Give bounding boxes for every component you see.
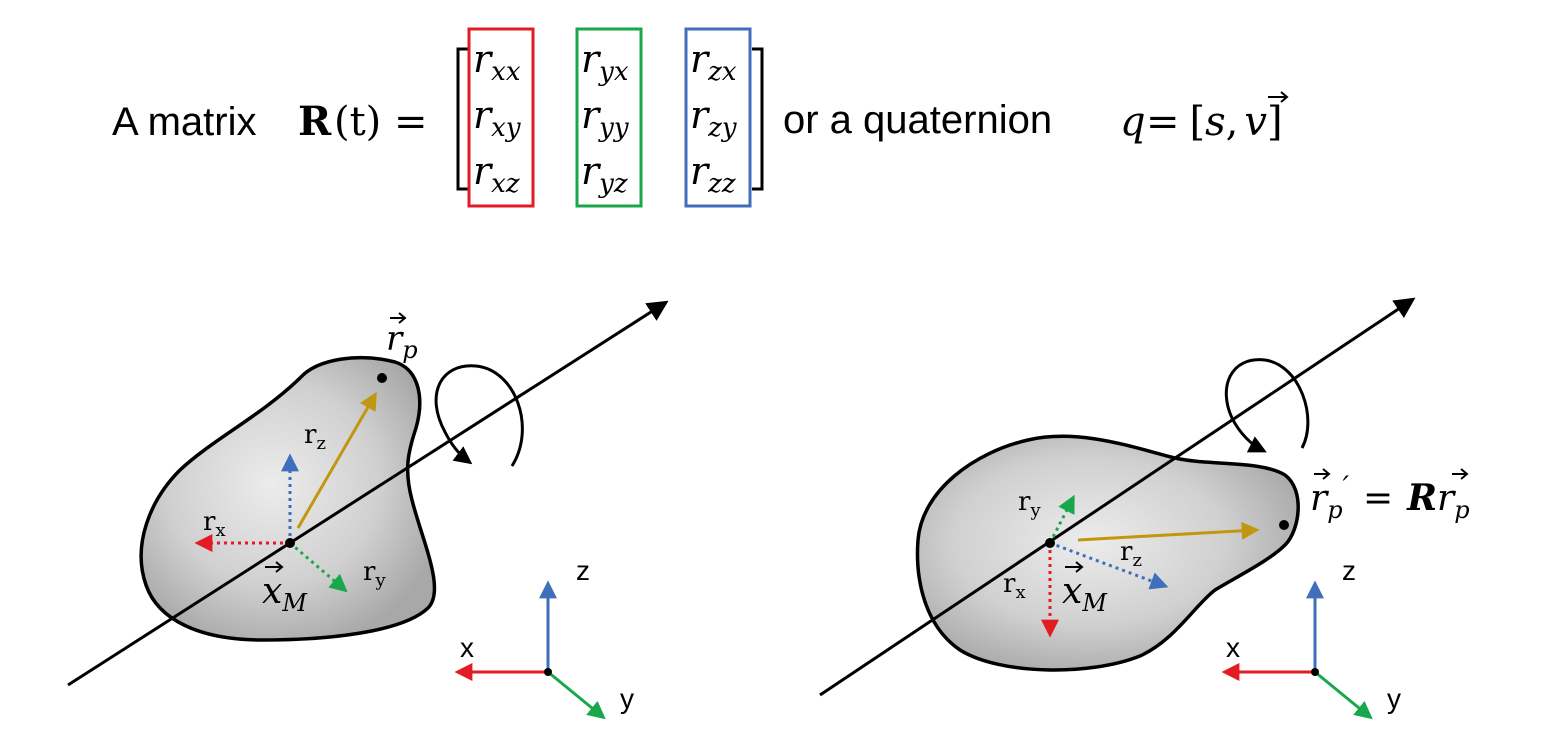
matrix-entry-yz: ryz [581,149,628,199]
rotation-indicator-arrow-rotated [1224,358,1310,453]
rotated-point-equation: rp′=Rrp [1310,470,1470,524]
matrix-entry-yy: ryy [581,93,629,143]
center-of-mass-dot-rotated [1045,538,1055,548]
quaternion-definition: =[s,v] [1146,99,1283,145]
matrix-entry-xz: rxz [473,149,520,199]
matrix-entry-zx: rzx [690,37,737,87]
local-axis-y-label-rotated: ry [1018,487,1041,521]
right-diagram: rp′=Rrp xM rx ry rz x y z [819,297,1470,720]
matrix-entry-zz: rzz [690,149,736,199]
local-axis-x-label: rx [203,507,226,541]
world-origin-dot-right [1311,668,1319,676]
world-axis-x-label: x [460,632,474,663]
rotation-matrix-symbol: R [298,98,332,145]
r-vector [296,391,377,529]
local-axis-x-label-rotated: rx [1003,569,1026,603]
matrix-left-bracket [456,47,468,191]
center-of-mass-label: xM [262,571,308,617]
world-axis-y-label-right: y [1387,683,1401,714]
rotated-point-vector-arrow [1314,468,1331,480]
world-axis-x-label-right: x [1226,632,1240,663]
matrix-entries: rxx rxy rxz ryx ryy ryz rzx rzy rzz [473,37,737,199]
local-axis-y-rotated [1048,494,1075,544]
world-axis-y-right [1314,670,1373,720]
matrix-column-y-box [575,27,643,208]
body-point-dot-rotated [1279,520,1289,530]
matrix-entry-xy: rxy [473,93,521,143]
world-axis-y-label: y [620,683,634,714]
quaternion-variable: q [1120,99,1146,145]
world-frame-rotated: x y z [1221,555,1401,720]
rotation-axis [67,300,669,687]
rotation-indicator-arrow [434,364,524,467]
world-axis-z-label: z [576,555,590,586]
center-of-mass-vector-arrow-rotated [1065,561,1084,573]
local-axis-y [289,541,348,593]
matrix-entry-yx: ryx [581,37,629,87]
local-axis-z-label: rz [304,420,326,454]
local-axis-z-label-rotated: rz [1120,537,1142,571]
rigid-body-shape [139,356,437,642]
rotation-axis-rotated [819,297,1416,697]
world-axis-z-label-right: z [1342,555,1356,586]
matrix-entry-zy: rzy [690,93,737,143]
r-vector-rotated [1077,521,1260,542]
center-of-mass-label-rotated: xM [1062,571,1108,617]
body-point-vector-arrow [390,312,407,324]
rhs-vector-arrow [1452,468,1469,480]
rigid-body-shape-rotated [915,434,1300,672]
matrix-column-x-box [467,27,535,208]
equation-prefix: A matrix [112,100,256,144]
equation: A matrix R (t) = rxx rxy rxz ryx ryy ryz… [112,27,1289,208]
left-diagram: rp xM rx ry rz x y z [67,300,669,720]
time-argument: (t) = [334,99,428,145]
matrix-entry-xx: rxx [473,37,521,87]
equation-connector: or a quaternion [783,98,1052,142]
local-axis-y-label: ry [363,557,386,591]
body-point-label: rp [386,319,418,364]
quaternion-vector-arrow [1268,91,1289,103]
body-point-dot [377,373,387,383]
matrix-column-z-box [684,27,752,208]
matrix-right-bracket [752,47,764,191]
world-axis-y [547,670,606,720]
world-frame: x y z [454,555,634,720]
center-of-mass-dot [285,538,295,548]
world-origin-dot [544,668,552,676]
center-of-mass-vector-arrow [265,561,284,573]
